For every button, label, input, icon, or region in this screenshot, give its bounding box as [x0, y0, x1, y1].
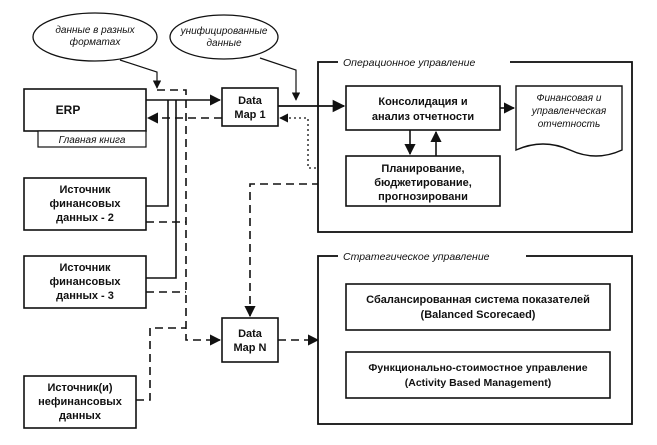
reporting-line2: управленческая	[531, 106, 607, 117]
general-ledger-label: Главная книга	[59, 135, 126, 146]
fin-source-3-line3: данных - 3	[56, 290, 114, 302]
solid-connectors	[146, 94, 222, 279]
callout-unified-line2: данные	[206, 38, 241, 49]
callout-unified-data: унифицированные данные	[169, 14, 279, 60]
fin-source-3-line1: Источник	[59, 262, 111, 274]
reporting-line3: отчетность	[538, 119, 601, 130]
dotted-feedback-connector	[279, 113, 346, 169]
callout-unified-line1: унифицированные	[180, 25, 268, 37]
strategic-title: Стратегическое управление	[343, 251, 490, 263]
fin-source-2-line1: Источник	[59, 184, 111, 196]
data-map-n-line1: Data	[238, 328, 263, 340]
data-map-1-box: Data Map 1	[221, 87, 279, 127]
nonfin-source-line1: Источник(и)	[47, 382, 112, 394]
nonfin-source-box: Источник(и) нефинансовых данных	[23, 375, 137, 429]
reporting-document: Финансовая и управленческая отчетность	[515, 85, 623, 157]
abm-line2: (Activity Based Management)	[405, 377, 551, 389]
planning-line2: бюджетирование,	[374, 177, 472, 189]
erp-label: ERP	[56, 103, 81, 117]
bsc-box: Сбалансированная система показателей (Ba…	[345, 283, 611, 331]
fin-source-3-box: Источник финансовых данных - 3	[23, 255, 147, 309]
reporting-line1: Финансовая и	[537, 93, 602, 104]
callout-formats-line2: форматах	[70, 36, 122, 48]
data-map-n-box: Data Map N	[221, 317, 279, 363]
nonfin-source-line3: данных	[59, 410, 102, 422]
fin-source-2-box: Источник финансовых данных - 2	[23, 177, 147, 231]
abm-box: Функционально-стоимостное управление (Ac…	[345, 351, 611, 399]
erp-box: ERP	[23, 88, 147, 132]
data-map-1-line2: Map 1	[234, 109, 265, 121]
callout-formats-line1: данные в разных	[55, 25, 135, 36]
consolidation-line1: Консолидация и	[378, 96, 467, 108]
operational-title: Операционное управление	[343, 57, 476, 69]
nonfin-source-line2: нефинансовых	[38, 396, 123, 408]
planning-box: Планирование, бюджетирование, прогнозиро…	[345, 155, 501, 207]
callout-formats-pointer	[119, 59, 162, 89]
fin-source-2-line3: данных - 2	[56, 212, 114, 224]
callout-unified-pointer	[259, 57, 301, 101]
data-map-n-line2: Map N	[234, 342, 267, 354]
abm-line1: Функционально-стоимостное управление	[368, 362, 587, 374]
consolidation-box: Консолидация и анализ отчетности	[345, 85, 501, 131]
bsc-line2: (Balanced Scorecaed)	[421, 309, 536, 321]
planning-line1: Планирование,	[381, 163, 464, 175]
data-map-1-line1: Data	[238, 95, 263, 107]
consolidation-line2: анализ отчетности	[372, 111, 474, 123]
callout-different-formats: данные в разных форматах	[32, 12, 158, 62]
fin-source-3-line2: финансовых	[50, 276, 122, 288]
dashed-connectors	[136, 89, 346, 401]
fin-source-2-line2: финансовых	[50, 198, 122, 210]
bsc-line1: Сбалансированная система показателей	[366, 294, 590, 306]
planning-line3: прогнозировани	[378, 191, 468, 203]
general-ledger-box: Главная книга	[37, 130, 147, 148]
